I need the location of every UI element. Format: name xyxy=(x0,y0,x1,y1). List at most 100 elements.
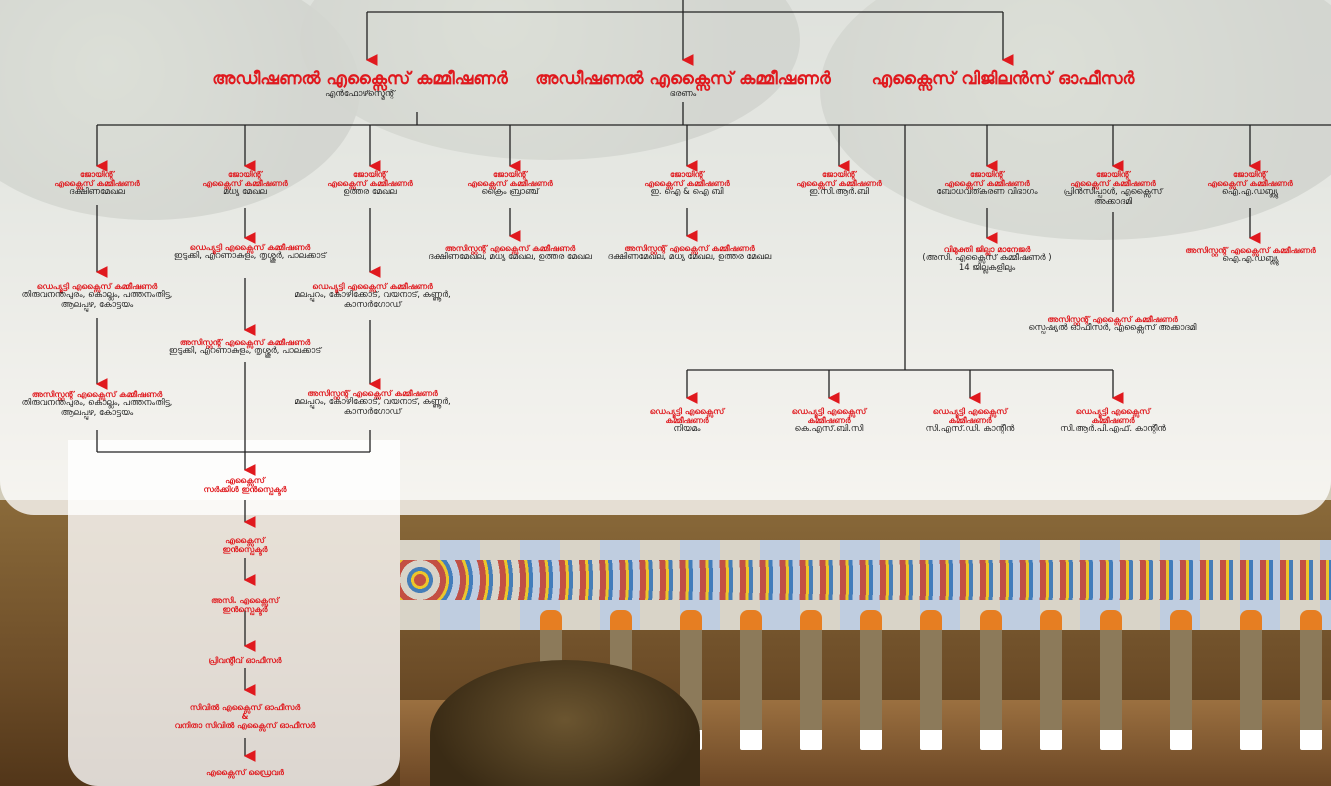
node-title: അസിസ്റ്റന്റ് എക്സൈസ് കമ്മീഷണർ xyxy=(179,338,311,347)
node-subtitle: പ്രിൻസിപ്പാൾ, എക്സൈസ് അക്കാദമി xyxy=(1063,187,1163,208)
node-title: ഡെപ്യൂട്ടി എക്സൈസ് xyxy=(932,407,1008,416)
node-subtitle: ബോധവത്കരണ വിഭാഗം xyxy=(936,187,1038,198)
node-title: ഡെപ്യൂട്ടി എക്സൈസ് xyxy=(649,407,725,416)
deputy-commissioner-central: ഡെപ്യൂട്ടി എക്സൈസ് കമ്മീഷണർ ഇടുക്കി, എറണ… xyxy=(150,243,350,262)
deputy-commissioner-north: ഡെപ്യൂട്ടി എക്സൈസ് കമ്മീഷണർ മലപ്പുറം, കോ… xyxy=(275,282,470,311)
node-title: സർക്കിൾ ഇൻസ്പെക്ടർ xyxy=(203,485,287,495)
addl-commissioner-enforcement: അഡീഷണൽ എക്സൈസ് കമ്മീഷണർ എൻഫോഴ്സ്മെന്റ് xyxy=(200,69,520,99)
vimukthi-district-manager: വിമുക്തി ജില്ലാ മാനേജർ (അസി. എക്സൈസ് കമ്… xyxy=(912,245,1062,274)
node-subtitle: സ്പെഷ്യൽ ഓഫീസർ, എക്സൈസ് അക്കാദമി xyxy=(1028,323,1197,334)
node-subtitle: ഉത്തര മേഖല xyxy=(343,187,397,198)
node-title: എക്സൈസ് കമ്മീഷണർ xyxy=(644,179,730,189)
node-subtitle: (അസി. എക്സൈസ് കമ്മീഷണർ ) xyxy=(922,253,1052,264)
deputy-commissioner-law: ഡെപ്യൂട്ടി എക്സൈസ് കമ്മീഷണർ നിയമം xyxy=(632,407,742,435)
node-subtitle: തിരുവനന്തപുരം, കൊല്ലം, പത്തനംതിട്ട, ആലപ്… xyxy=(21,398,173,418)
node-subtitle: സി.ആർ.പി.എഫ്. കാന്റീൻ xyxy=(1060,424,1166,435)
node-title: എക്സൈസ് xyxy=(225,476,265,485)
node-subtitle: ഐ.എ.ഡബ്ല്യു xyxy=(1221,187,1279,198)
node-title: എക്സൈസ് കമ്മീഷണർ xyxy=(327,179,413,189)
node-subtitle: എൻഫോഴ്സ്മെന്റ് xyxy=(325,88,395,99)
node-subtitle: ദക്ഷിണമേഖല, മധ്യ മേഖല, ഉത്തര മേഖല xyxy=(428,252,592,263)
asst-excise-inspector: അസി. എക്സൈസ് ഇൻസ്പെക്ടർ xyxy=(160,596,330,614)
node-subtitle: ഭരണം xyxy=(669,88,697,99)
node-title: ഇൻസ്പെക്ടർ xyxy=(222,545,268,555)
deputy-commissioner-crpf: ഡെപ്യൂട്ടി എക്സൈസ് കമ്മീഷണർ സി.ആർ.പി.എഫ്… xyxy=(1048,407,1178,435)
joint-commissioner-north: ജോയിന്റ് എക്സൈസ് കമ്മീഷണർ ഉത്തര മേഖല xyxy=(305,170,435,198)
node-title: എക്സൈസ് കമ്മീഷണർ xyxy=(54,179,140,189)
node-title: ഡെപ്യൂട്ടി എക്സൈസ് xyxy=(791,407,867,416)
assistant-commissioner-iaw: അസിസ്റ്റന്റ് എക്സൈസ് കമ്മീഷണർ ഐ.എ.ഡബ്ല്യ… xyxy=(1170,246,1331,265)
node-subtitle: ഇടുക്കി, എറണാകുളം, തൃശ്ശൂർ, പാലക്കാട് xyxy=(168,346,322,357)
node-title: എക്സൈസ് കമ്മീഷണർ xyxy=(202,179,288,189)
excise-inspector: എക്സൈസ് ഇൻസ്പെക്ടർ xyxy=(160,536,330,554)
node-subtitle: ഇ.സി.ആർ.ബി xyxy=(809,187,869,198)
node-title: അഡീഷണൽ എക്സൈസ് കമ്മീഷണർ xyxy=(212,69,508,89)
node-title: വിമുക്തി ജില്ലാ മാനേജർ xyxy=(943,245,1031,254)
joint-commissioner-crime-branch: ജോയിന്റ് എക്സൈസ് കമ്മീഷണർ ക്രൈം ബ്രാഞ്ച് xyxy=(445,170,575,198)
node-title: ജോയിന്റ് xyxy=(227,170,263,179)
chart-panel xyxy=(0,0,1331,515)
node-title: ജോയിന്റ് xyxy=(352,170,388,179)
deputy-commissioner-ksbc: ഡെപ്യൂട്ടി എക്സൈസ് കമ്മീഷണർ കെ.എസ്.ബി.സി xyxy=(774,407,884,435)
joint-commissioner-central: ജോയിന്റ് എക്സൈസ് കമ്മീഷണർ മധ്യ മേഖല xyxy=(180,170,310,198)
node-title: എക്സൈസ് കമ്മീഷണർ xyxy=(467,179,553,189)
node-title: കമ്മീഷണർ xyxy=(1091,416,1135,426)
node-title: ഡെപ്യൂട്ടി എക്സൈസ് കമ്മീഷണർ xyxy=(312,282,433,291)
assistant-commissioner-south: അസിസ്റ്റന്റ് എക്സൈസ് കമ്മീഷണർ തിരുവനന്തപ… xyxy=(7,390,187,419)
node-subtitle: സി.എസ്.ഡി. കാന്റീൻ xyxy=(925,424,1015,435)
node-title: കമ്മീഷണർ xyxy=(948,416,992,426)
assistant-commissioner-central: അസിസ്റ്റന്റ് എക്സൈസ് കമ്മീഷണർ ഇടുക്കി, എ… xyxy=(140,338,350,357)
node-title: & xyxy=(241,712,249,722)
assistant-commissioner-eiib: അസിസ്റ്റന്റ് എക്സൈസ് കമ്മീഷണർ ദക്ഷിണമേഖല… xyxy=(587,244,792,263)
node-subtitle: മലപ്പുറം, കോഴിക്കോട്, വയനാട്, കണ്ണൂർ, കാ… xyxy=(294,397,451,417)
node-subtitle: ഇ. ഐ & ഐ ബി xyxy=(650,187,724,198)
deputy-commissioner-csd: ഡെപ്യൂട്ടി എക്സൈസ് കമ്മീഷണർ സി.എസ്.ഡി. ക… xyxy=(910,407,1030,435)
node-title: ജോയിന്റ് xyxy=(1095,170,1131,179)
node-subtitle: ദക്ഷിണമേഖല, മധ്യ മേഖല, ഉത്തര മേഖല xyxy=(607,252,772,263)
node-title: കമ്മീഷണർ xyxy=(665,416,709,426)
vigilance-officer: എക്സൈസ് വിജിലൻസ് ഓഫീസർ xyxy=(843,69,1163,90)
node-subtitle: കെ.എസ്.ബി.സി xyxy=(794,424,864,435)
node-subtitle: നിയമം xyxy=(673,424,701,435)
joint-commissioner-iaw: ജോയിന്റ് എക്സൈസ് കമ്മീഷണർ ഐ.എ.ഡബ്ല്യു xyxy=(1188,170,1312,198)
circle-inspector: എക്സൈസ് സർക്കിൾ ഇൻസ്പെക്ടർ xyxy=(160,476,330,494)
node-title: അസി. എക്സൈസ് xyxy=(211,596,279,605)
node-title: ഡെപ്യൂട്ടി എക്സൈസ് കമ്മീഷണർ xyxy=(36,282,158,291)
node-title: ജോയിന്റ് xyxy=(669,170,705,179)
node-title: അസിസ്റ്റന്റ് എക്സൈസ് കമ്മീഷണർ xyxy=(444,244,576,253)
preventive-officer: പ്രിവന്റീവ് ഓഫീസർ xyxy=(160,656,330,665)
node-title: അഡീഷണൽ എക്സൈസ് കമ്മീഷണർ xyxy=(535,69,831,89)
joint-commissioner-ecrb: ജോയിന്റ് എക്സൈസ് കമ്മീഷണർ ഇ.സി.ആർ.ബി xyxy=(774,170,904,198)
node-title: എക്സൈസ് കമ്മീഷണർ xyxy=(1207,179,1293,189)
node-title: ജോയിന്റ് xyxy=(1232,170,1268,179)
civil-excise-officer: സിവിൽ എക്സൈസ് ഓഫീസർ & വനിതാ സിവിൽ എക്സൈസ… xyxy=(140,703,350,731)
node-subtitle: തിരുവനന്തപുരം, കൊല്ലം, പത്തനംതിട്ട, ആലപ്… xyxy=(21,290,173,310)
joint-commissioner-academy: ജോയിന്റ് എക്സൈസ് കമ്മീഷണർ പ്രിൻസിപ്പാൾ, … xyxy=(1053,170,1173,208)
assistant-commissioner-north: അസിസ്റ്റന്റ് എക്സൈസ് കമ്മീഷണർ മലപ്പുറം, … xyxy=(275,389,470,418)
node-title: ഇൻസ്പെക്ടർ xyxy=(222,605,268,615)
node-title: പ്രിവന്റീവ് ഓഫീസർ xyxy=(208,656,282,665)
node-subtitle: മലപ്പുറം, കോഴിക്കോട്, വയനാട്, കണ്ണൂർ, കാ… xyxy=(294,290,451,310)
node-title: അസിസ്റ്റന്റ് എക്സൈസ് കമ്മീഷണർ xyxy=(624,244,755,253)
node-subtitle: ഇടുക്കി, എറണാകുളം, തൃശ്ശൂർ, പാലക്കാട് xyxy=(173,251,327,262)
node-title: കമ്മീഷണർ xyxy=(807,416,851,426)
node-subtitle: ഐ.എ.ഡബ്ല്യു xyxy=(1222,254,1279,265)
node-title: എക്സൈസ് കമ്മീഷണർ xyxy=(944,179,1030,189)
joint-commissioner-south: ജോയിന്റ് എക്സൈസ് കമ്മീഷണർ ദക്ഷിണമേഖല xyxy=(32,170,162,198)
node-title: എക്സൈസ് ഡ്രൈവർ xyxy=(206,768,284,777)
node-title: എക്സൈസ് കമ്മീഷണർ xyxy=(796,179,882,189)
node-subtitle: 14 ജില്ലകളിലും xyxy=(958,262,1016,273)
node-title: ജോയിന്റ് xyxy=(821,170,857,179)
node-title: ജോയിന്റ് xyxy=(969,170,1005,179)
joint-commissioner-awareness: ജോയിന്റ് എക്സൈസ് കമ്മീഷണർ ബോധവത്കരണ വിഭാ… xyxy=(917,170,1057,198)
deputy-commissioner-south: ഡെപ്യൂട്ടി എക്സൈസ് കമ്മീഷണർ തിരുവനന്തപുര… xyxy=(7,282,187,311)
node-title: അസിസ്റ്റന്റ് എക്സൈസ് കമ്മീഷണർ xyxy=(31,390,163,399)
node-title: സിവിൽ എക്സൈസ് ഓഫീസർ xyxy=(189,703,301,712)
assistant-commissioner-crime: അസിസ്റ്റന്റ് എക്സൈസ് കമ്മീഷണർ ദക്ഷിണമേഖല… xyxy=(420,244,600,263)
node-title: അസിസ്റ്റന്റ് എക്സൈസ് കമ്മീഷണർ xyxy=(1047,315,1178,324)
node-subtitle: ക്രൈം ബ്രാഞ്ച് xyxy=(481,187,539,198)
rank-chain-panel xyxy=(68,440,400,786)
assistant-commissioner-academy: അസിസ്റ്റന്റ് എക്സൈസ് കമ്മീഷണർ സ്പെഷ്യൽ ഓ… xyxy=(1000,315,1225,334)
addl-commissioner-admin: അഡീഷണൽ എക്സൈസ് കമ്മീഷണർ ഭരണം xyxy=(523,69,843,99)
node-title: എക്സൈസ് കമ്മീഷണർ xyxy=(1070,179,1156,189)
